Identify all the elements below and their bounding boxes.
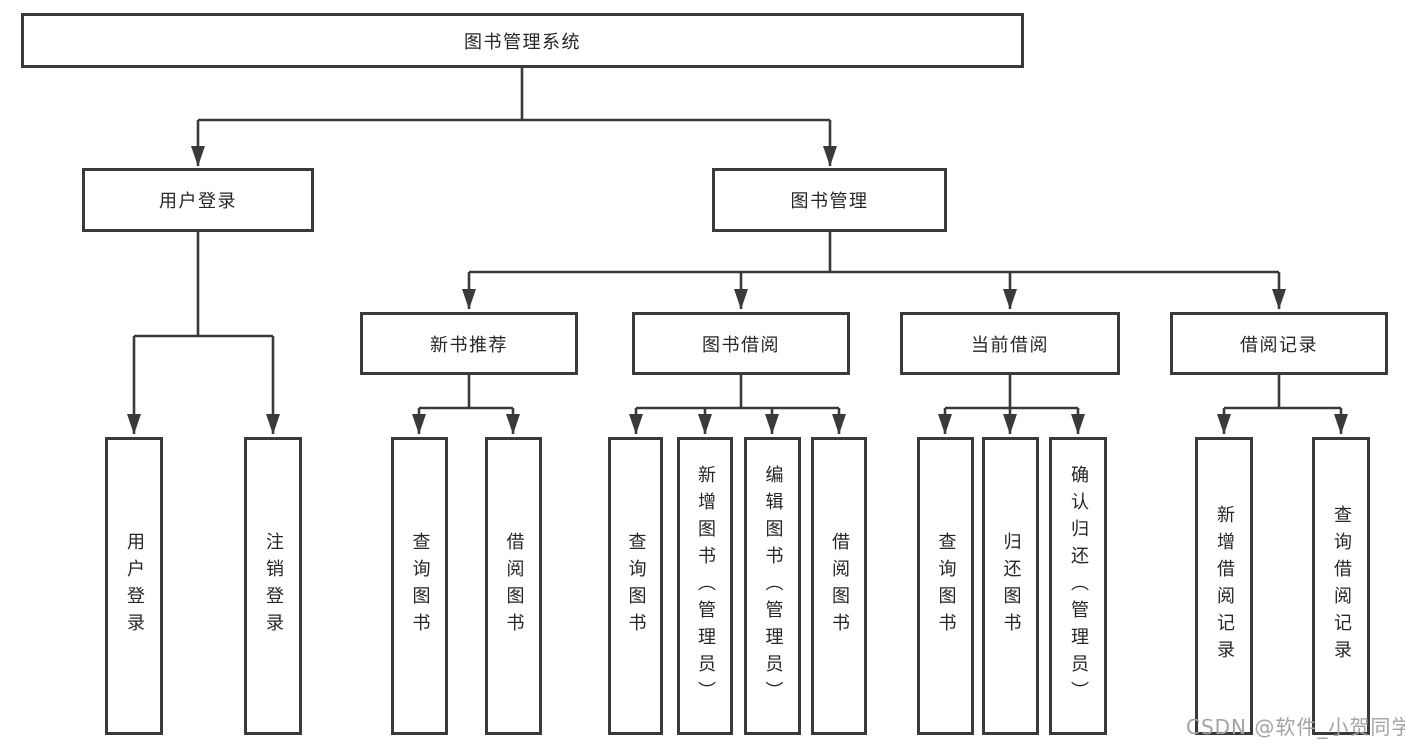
node-current-borrow-label: 当前借阅 xyxy=(971,334,1049,356)
leaf-label: 查询图书 xyxy=(409,532,431,640)
leaf-logout: 注销登录 xyxy=(244,437,302,735)
connector-book-mgmt-trunk xyxy=(469,232,1279,274)
node-user-login: 用户登录 xyxy=(82,168,314,232)
connector-user-login-trunk xyxy=(134,232,273,338)
leaf-bb-edit-books-admin: 编辑图书（管理员） xyxy=(744,437,801,735)
leaf-bb-borrow-books: 借阅图书 xyxy=(811,437,867,735)
leaf-cb-query-books: 查询图书 xyxy=(917,437,974,735)
node-new-books: 新书推荐 xyxy=(360,312,578,375)
leaf-label: 借阅图书 xyxy=(503,532,525,640)
connector-book-borrow-trunk xyxy=(636,375,839,410)
leaf-bb-query-books: 查询图书 xyxy=(608,437,663,735)
node-user-login-label: 用户登录 xyxy=(159,191,237,212)
connector-root-trunk xyxy=(198,68,830,122)
leaf-cb-confirm-return-admin: 确认归还（管理员） xyxy=(1049,437,1107,735)
leaf-label: 确认归还（管理员） xyxy=(1068,464,1089,708)
leaf-label: 注销登录 xyxy=(263,532,284,640)
leaf-label: 借阅图书 xyxy=(829,532,850,640)
leaf-label: 用户登录 xyxy=(124,532,145,640)
leaf-label: 编辑图书（管理员） xyxy=(762,464,784,708)
node-current-borrow: 当前借阅 xyxy=(900,312,1120,375)
node-new-books-label: 新书推荐 xyxy=(430,334,508,356)
leaf-nb-query-books: 查询图书 xyxy=(391,437,448,735)
leaf-cb-return-books: 归还图书 xyxy=(982,437,1039,735)
node-book-mgmt-label: 图书管理 xyxy=(790,191,869,212)
leaf-label: 查询借阅记录 xyxy=(1331,505,1352,667)
connector-current-borrow-trunk xyxy=(945,375,1078,410)
leaf-label: 查询图书 xyxy=(935,532,957,640)
leaf-bb-add-books-admin: 新增图书（管理员） xyxy=(677,437,733,735)
connector-new-books-trunk xyxy=(419,375,513,410)
watermark: CSDN @软件_小贺同学 xyxy=(1186,715,1405,739)
node-book-borrow: 图书借阅 xyxy=(632,312,850,375)
leaf-label: 归还图书 xyxy=(1000,532,1022,640)
node-borrow-records-label: 借阅记录 xyxy=(1240,334,1318,356)
leaf-br-add-record: 新增借阅记录 xyxy=(1195,437,1253,735)
leaf-label: 查询图书 xyxy=(625,532,647,640)
node-book-mgmt: 图书管理 xyxy=(712,168,947,232)
node-root-label: 图书管理系统 xyxy=(464,31,581,53)
leaf-br-query-record: 查询借阅记录 xyxy=(1312,437,1370,735)
node-root: 图书管理系统 xyxy=(21,13,1024,68)
leaf-user-login: 用户登录 xyxy=(105,437,163,735)
leaf-label: 新增图书（管理员） xyxy=(695,464,716,708)
node-borrow-records: 借阅记录 xyxy=(1170,312,1388,375)
node-book-borrow-label: 图书借阅 xyxy=(702,334,780,356)
connector-borrow-records-trunk xyxy=(1224,375,1341,410)
leaf-label: 新增借阅记录 xyxy=(1214,505,1235,667)
leaf-nb-borrow-books: 借阅图书 xyxy=(485,437,542,735)
